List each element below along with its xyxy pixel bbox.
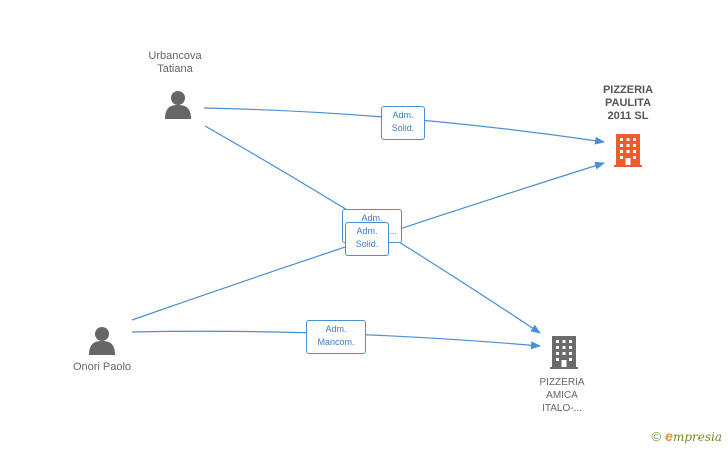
edge-label-line2: Solid.	[355, 239, 379, 249]
edge-label-line1: Adm.	[356, 226, 378, 236]
company-name-line1: PIZZERIA	[602, 84, 654, 96]
edge-label-line2: Mancom.	[317, 337, 355, 347]
edge-label-line2: Solid.	[391, 123, 415, 133]
edge-label-line2: ...	[389, 226, 397, 236]
company-name-amica[interactable]: PIZZERIA AMICA ITALO-...	[520, 376, 604, 415]
company-name-line1: PIZZERIA	[539, 377, 585, 388]
brand-logo-text: mpresia	[672, 430, 722, 444]
brand-footer[interactable]: © empresia	[652, 428, 722, 444]
edge-label-line1: Adm.	[325, 324, 347, 334]
edge-label-adm-mancom[interactable]: Adm. Mancom.	[306, 320, 366, 354]
building-icon	[614, 134, 642, 167]
person-name-line1: Urbancova	[148, 50, 202, 62]
copyright-symbol: ©	[651, 428, 662, 444]
person-icon	[89, 327, 115, 355]
edge-label-line1: Adm.	[361, 213, 383, 223]
company-name-line3: 2011 SL	[607, 110, 649, 122]
edge-label-adm-solid[interactable]: Adm. Solid.	[345, 222, 389, 256]
company-name-line3: ITALO-...	[542, 403, 582, 414]
person-name-onori[interactable]: Onori Paolo	[56, 361, 148, 374]
person-name-urbancova[interactable]: Urbancova Tatiana	[130, 50, 220, 76]
building-icon	[550, 336, 578, 369]
company-name-line2: PAULITA	[604, 97, 652, 109]
person-icon	[165, 91, 191, 119]
edge-label-line1: Adm.	[392, 110, 414, 120]
person-name-line1: Onori Paolo	[72, 361, 132, 373]
edge-label-adm-solid[interactable]: Adm. Solid.	[381, 106, 425, 140]
person-name-line2: Tatiana	[157, 63, 193, 75]
company-name-line2: AMICA	[546, 390, 578, 401]
company-name-paulita[interactable]: PIZZERIA PAULITA 2011 SL	[584, 84, 672, 123]
brand-logo-letter: e	[665, 428, 673, 444]
brand-logo: empresia	[665, 428, 722, 444]
